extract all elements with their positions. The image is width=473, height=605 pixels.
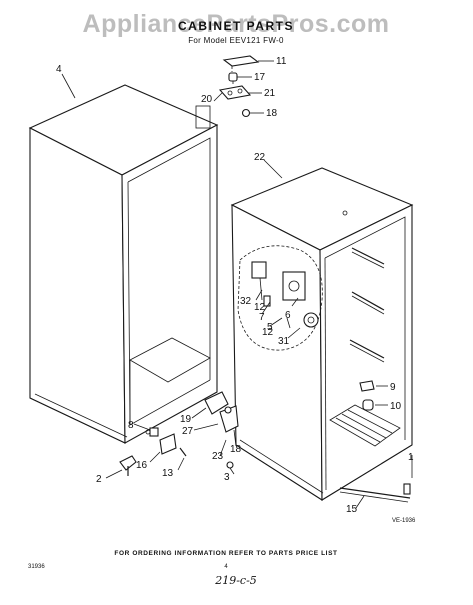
callout-1: 1: [408, 452, 414, 463]
callout-18-top: 18: [266, 108, 278, 119]
hinge-parts: [195, 55, 260, 129]
callout-4: 4: [56, 64, 62, 75]
callout-7: 7: [259, 312, 265, 323]
callout-27: 27: [182, 426, 194, 437]
callout-16: 16: [136, 460, 148, 471]
callout-31: 31: [278, 336, 290, 347]
diagram-title: CABINET PARTS: [178, 19, 294, 33]
handwritten-note: 219-c-5: [214, 574, 257, 587]
callout-2: 2: [96, 474, 102, 485]
callout-19: 19: [180, 414, 192, 425]
leader-lines: [61, 60, 388, 509]
callout-labels: 4 11 17 21 20 18 22 32 12 7 5 6 12 31 9 …: [56, 56, 414, 515]
callout-10: 10: [390, 401, 402, 412]
document-code: 31936: [28, 564, 45, 570]
cabinet-shell: [28, 84, 219, 444]
callout-13: 13: [162, 468, 174, 479]
callout-15: 15: [346, 504, 358, 515]
liner-fasteners: [339, 380, 413, 503]
watermark: AppliancePartsPros.com: [83, 10, 390, 38]
ordering-info: FOR ORDERING INFORMATION REFER TO PARTS …: [114, 550, 337, 557]
callout-20: 20: [201, 94, 213, 105]
callout-11: 11: [276, 56, 287, 67]
model-subtitle: For Model EEV121 FW-0: [188, 36, 284, 45]
callout-9: 9: [390, 382, 396, 393]
callout-8: 8: [128, 420, 134, 431]
callout-5: 5: [267, 322, 273, 333]
cabinet-liner: [230, 167, 414, 502]
callout-17: 17: [254, 72, 266, 83]
callout-22: 22: [254, 152, 266, 163]
callout-32: 32: [240, 296, 252, 307]
callout-21: 21: [264, 88, 276, 99]
page-number: 4: [224, 564, 228, 570]
bottom-hinge-parts: [119, 391, 239, 476]
callout-12-lower: 12: [262, 327, 274, 338]
callout-12-upper: 12: [254, 302, 266, 313]
callout-23: 23: [212, 451, 224, 462]
callout-3: 3: [224, 472, 230, 483]
diagram-code: VE-1936: [392, 518, 416, 524]
callout-18-bottom: 18: [230, 444, 242, 455]
callout-6: 6: [285, 310, 291, 321]
thermostat-assembly: [237, 245, 323, 351]
